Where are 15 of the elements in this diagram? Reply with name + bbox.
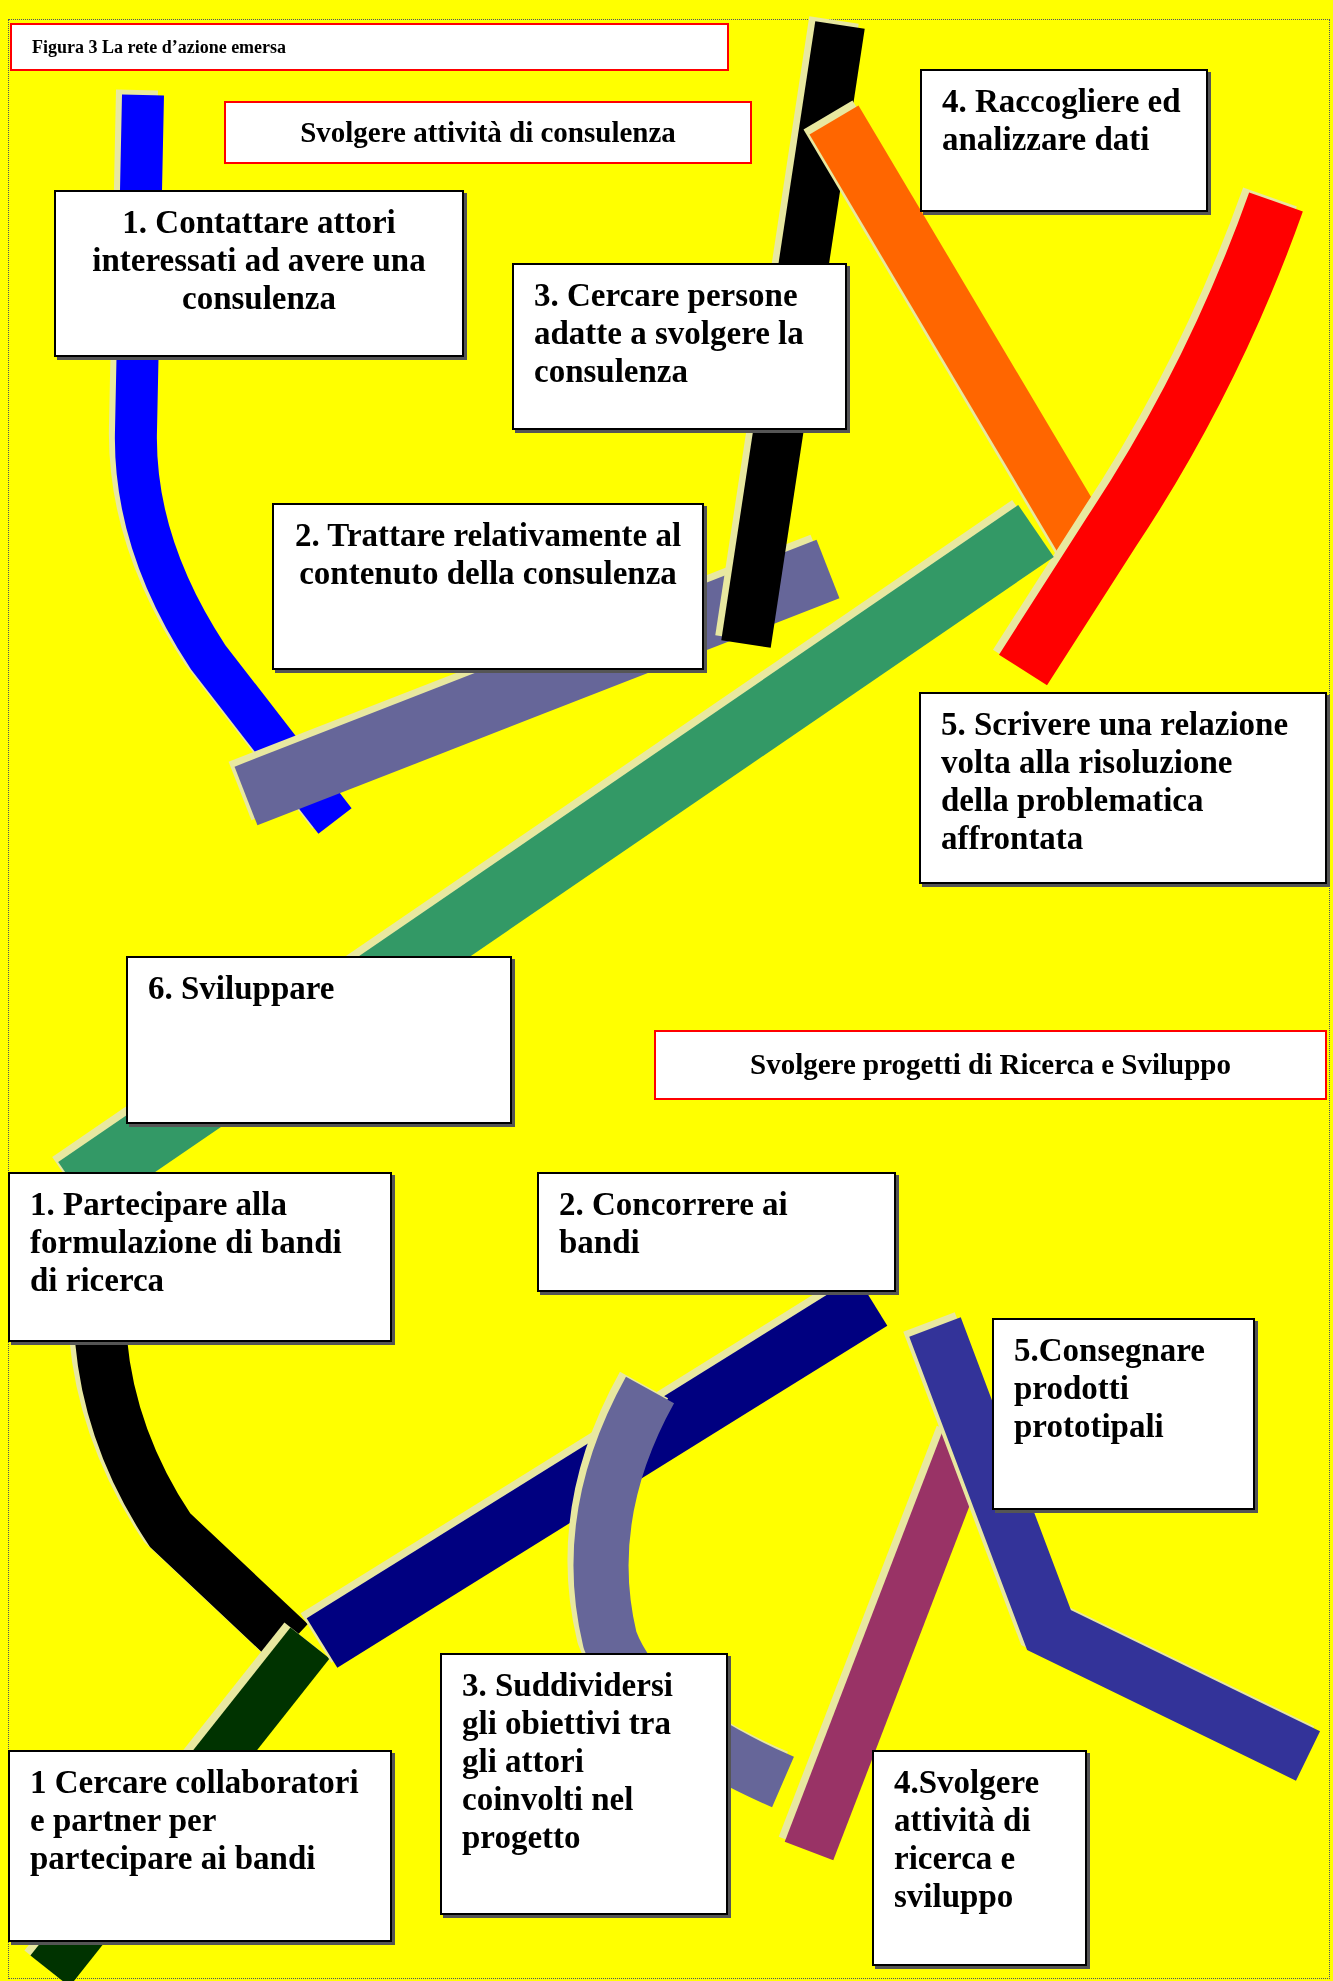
activity-box: 3. Suddividersi gli obiettivi tra gli attori coinvolti nel progetto [440, 1653, 728, 1915]
figure-title: Figura 3 La rete d’azione emersa [10, 23, 729, 71]
section-heading: Svolgere attività di consulenza [224, 101, 752, 164]
activity-box: 5. Scrivere una relazione volta alla risoluzione della problematica affrontata [919, 692, 1327, 884]
activity-box: 2. Trattare relativamente al contenuto della consulenza [272, 503, 704, 670]
activity-box: 1 Cercare collaboratori e partner per partecipare ai bandi [8, 1750, 392, 1942]
activity-box: 3. Cercare persone adatte a svolgere la consulenza [512, 263, 847, 430]
activity-box: 2. Concorrere ai bandi [537, 1172, 896, 1292]
activity-box: 4. Raccogliere ed analizzare dati [920, 69, 1208, 212]
activity-box: 6. Sviluppare [126, 956, 512, 1124]
activity-box: 1. Partecipare alla formulazione di bandi di ricerca [8, 1172, 392, 1342]
activity-box: 1. Contattare attori interessati ad avere una consulenza [54, 190, 464, 357]
activity-box: 5.Consegnare prodotti prototipali [992, 1318, 1255, 1510]
section-heading: Svolgere progetti di Ricerca e Sviluppo [654, 1030, 1327, 1100]
activity-box: 4.Svolgere attività di ricerca e sviluppo [872, 1750, 1087, 1966]
